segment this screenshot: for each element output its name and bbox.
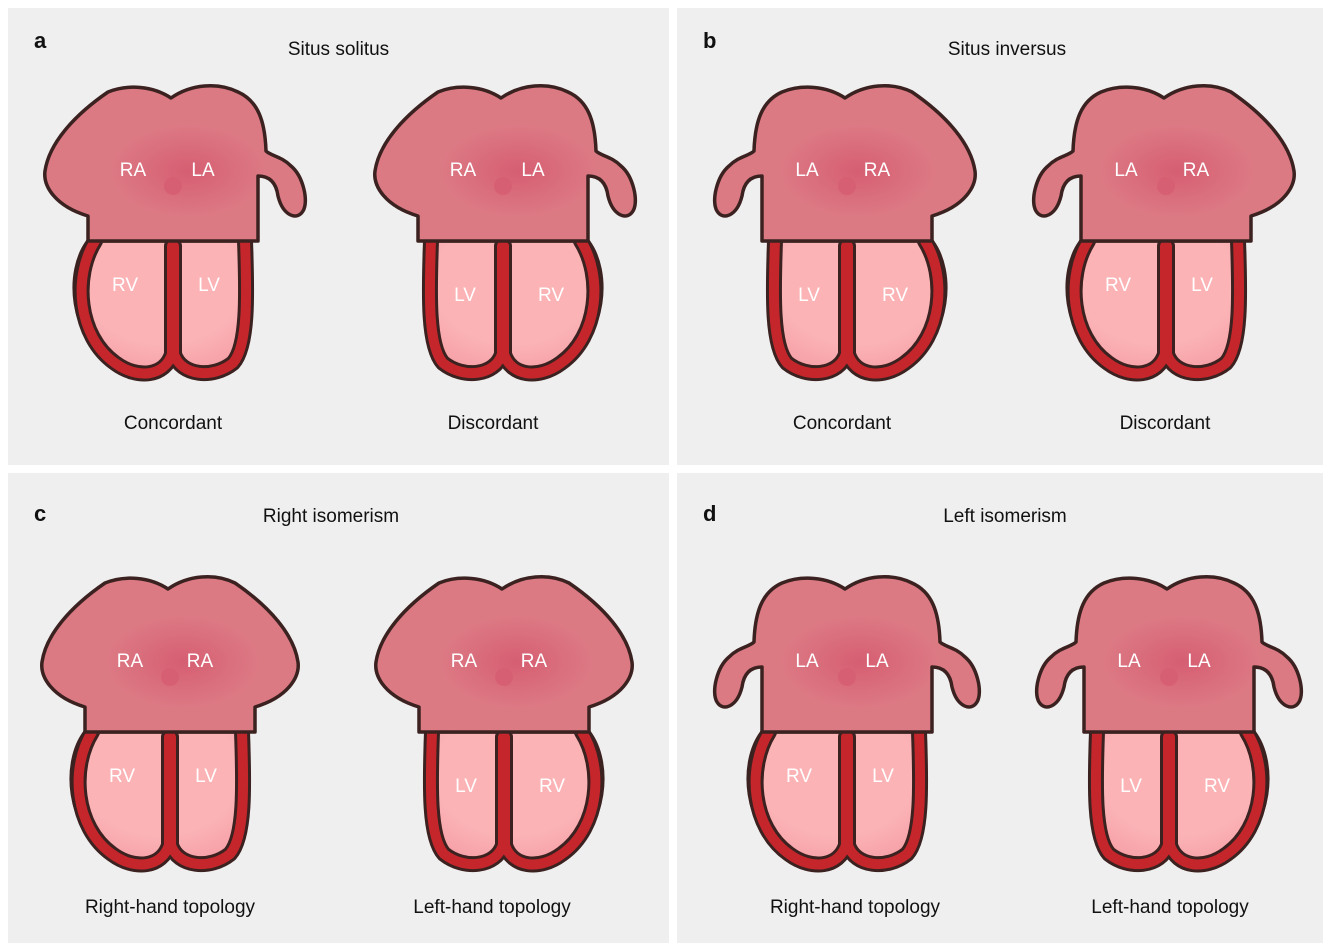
heart-diagram: LA RA LV RV — [697, 8, 997, 406]
atrium-label: LA — [795, 651, 819, 672]
heart-diagram: LA LA RV LV — [697, 497, 997, 897]
atrium-label: RA — [521, 651, 548, 672]
atrium-label: RA — [450, 160, 477, 181]
heart-diagram: RA RA LV RV — [354, 497, 654, 897]
septal-dot — [1160, 668, 1178, 686]
atria — [376, 577, 632, 732]
atrium-label: RA — [117, 651, 144, 672]
ventricle-label: RV — [109, 766, 135, 787]
atrium-label: LA — [865, 651, 889, 672]
septal-dot — [494, 177, 512, 195]
heart-diagram: RA RA RV LV — [20, 497, 320, 897]
atrium-label: LA — [795, 160, 819, 181]
heart-caption: Concordant — [23, 413, 323, 435]
atrium-label: RA — [1183, 160, 1210, 181]
ventricle-label: LV — [454, 285, 476, 306]
septal-dot — [838, 177, 856, 195]
ventricle-label: LV — [872, 766, 894, 787]
ventricle-label: LV — [1120, 776, 1142, 797]
atria — [715, 86, 976, 241]
ventricle-label: RV — [882, 285, 908, 306]
heart-diagram: RA LA RV LV — [23, 8, 323, 406]
heart-caption: Discordant — [1015, 413, 1315, 435]
septal-dot — [495, 668, 513, 686]
atrium-label: LA — [1117, 651, 1141, 672]
atria — [1037, 577, 1302, 732]
atrium-label: RA — [864, 160, 891, 181]
heart-diagram: RA LA LV RV — [353, 8, 653, 406]
septal-dot — [164, 177, 182, 195]
septal-dot — [838, 668, 856, 686]
atrium-label: RA — [120, 160, 147, 181]
ventricle-label: LV — [195, 766, 217, 787]
atrium-label: RA — [187, 651, 214, 672]
heart-caption: Left-hand topology — [342, 897, 642, 919]
atrium-label: LA — [191, 160, 215, 181]
atria — [1034, 86, 1295, 241]
atrium-label: LA — [521, 160, 545, 181]
heart-caption: Discordant — [343, 413, 643, 435]
ventricle-label: RV — [538, 285, 564, 306]
ventricle-label: RV — [786, 766, 812, 787]
ventricle-label: RV — [539, 776, 565, 797]
heart-diagram: LA LA LV RV — [1019, 497, 1319, 897]
ventricle-label: RV — [1204, 776, 1230, 797]
atrium-label: LA — [1187, 651, 1211, 672]
ventricle-label: LV — [1191, 275, 1213, 296]
atrium-label: RA — [451, 651, 478, 672]
atria — [375, 86, 636, 241]
ventricle-label: LV — [198, 275, 220, 296]
ventricle-label: LV — [455, 776, 477, 797]
ventricle-label: RV — [1105, 275, 1131, 296]
heart-caption: Concordant — [692, 413, 992, 435]
heart-caption: Right-hand topology — [705, 897, 1005, 919]
atria — [42, 577, 298, 732]
heart-diagram: LA RA RV LV — [1016, 8, 1316, 406]
ventricle-label: RV — [112, 275, 138, 296]
ventricle-label: LV — [798, 285, 820, 306]
atria — [715, 577, 980, 732]
atria — [45, 86, 306, 241]
septal-dot — [161, 668, 179, 686]
heart-caption: Right-hand topology — [20, 897, 320, 919]
heart-caption: Left-hand topology — [1020, 897, 1320, 919]
atrium-label: LA — [1114, 160, 1138, 181]
septal-dot — [1157, 177, 1175, 195]
